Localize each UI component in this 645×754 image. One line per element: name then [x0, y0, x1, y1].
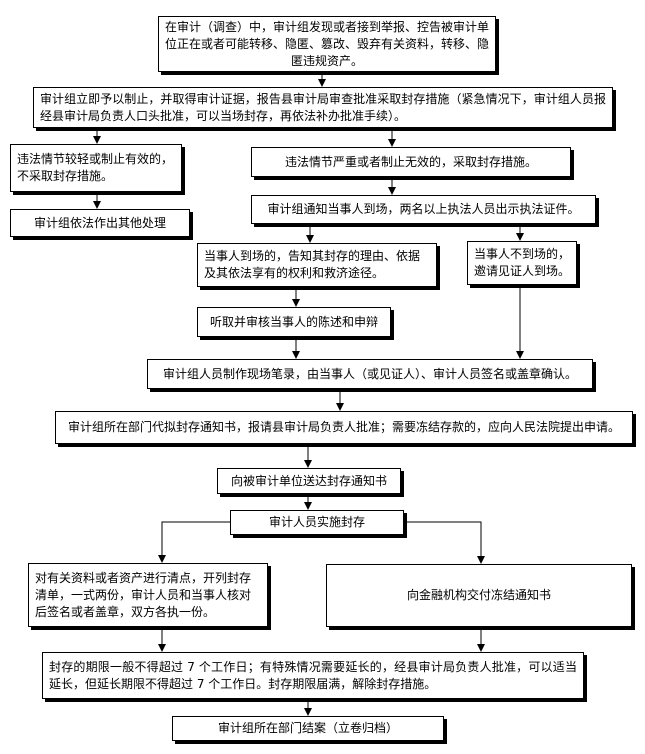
node-draft-notice: 审计组所在部门代拟封存通知书，报请县审计局负责人批准；需要冻结存款的，应向人民法…: [55, 411, 633, 444]
arrow-n13-n14: [158, 521, 230, 563]
node-report-discovery: 在审计（调查）中，审计组发现或者接到举报、控告被审计单位正在或者可能转移、隐匿、…: [158, 16, 496, 72]
node-other-handling: 审计组依法作出其他处理: [10, 209, 190, 237]
node-close-case: 审计组所在部门结案（立卷归档）: [172, 716, 444, 741]
node-party-absent: 当事人不到场的，邀请见证人到场。: [467, 241, 577, 285]
node-inventory-list: 对有关资料或者资产进行清点，开列封存清单，一式两份，审计人员和当事人核对后签名或…: [28, 563, 268, 627]
node-hear-statement: 听取并审核当事人的陈述和申辩: [197, 307, 391, 337]
node-deliver-notice: 向被审计单位送达封存通知书: [217, 468, 401, 494]
node-serious-seal: 违法情节严重或者制止无效的，采取封存措施。: [251, 147, 571, 177]
node-site-record: 审计组人员制作现场笔录，由当事人（或见证人）、审计人员签名或盖章确认。: [147, 359, 593, 389]
node-seal-period: 封存的期限一般不得超过 7 个工作日；有特殊情况需要延长的，经县审计局负责人批准…: [42, 652, 584, 699]
node-stop-and-approve: 审计组立即予以制止，并取得审计证据，报告县审计局审查批准采取封存措施（紧急情况下…: [33, 87, 613, 128]
node-notify-party: 审计组通知当事人到场，两名以上执法人员出示执法证件。: [251, 195, 596, 224]
node-freeze-notice: 向金融机构交付冻结通知书: [326, 564, 632, 627]
node-minor-no-seal: 违法情节较轻或制止有效的，不采取封存措施。: [10, 144, 182, 192]
arrow-n13-n15: [404, 521, 485, 564]
node-party-present: 当事人到场的，告知其封存的理由、依据及其依法享有的权利和救济途径。: [197, 243, 437, 287]
node-implement-seal: 审计人员实施封存: [230, 510, 404, 535]
